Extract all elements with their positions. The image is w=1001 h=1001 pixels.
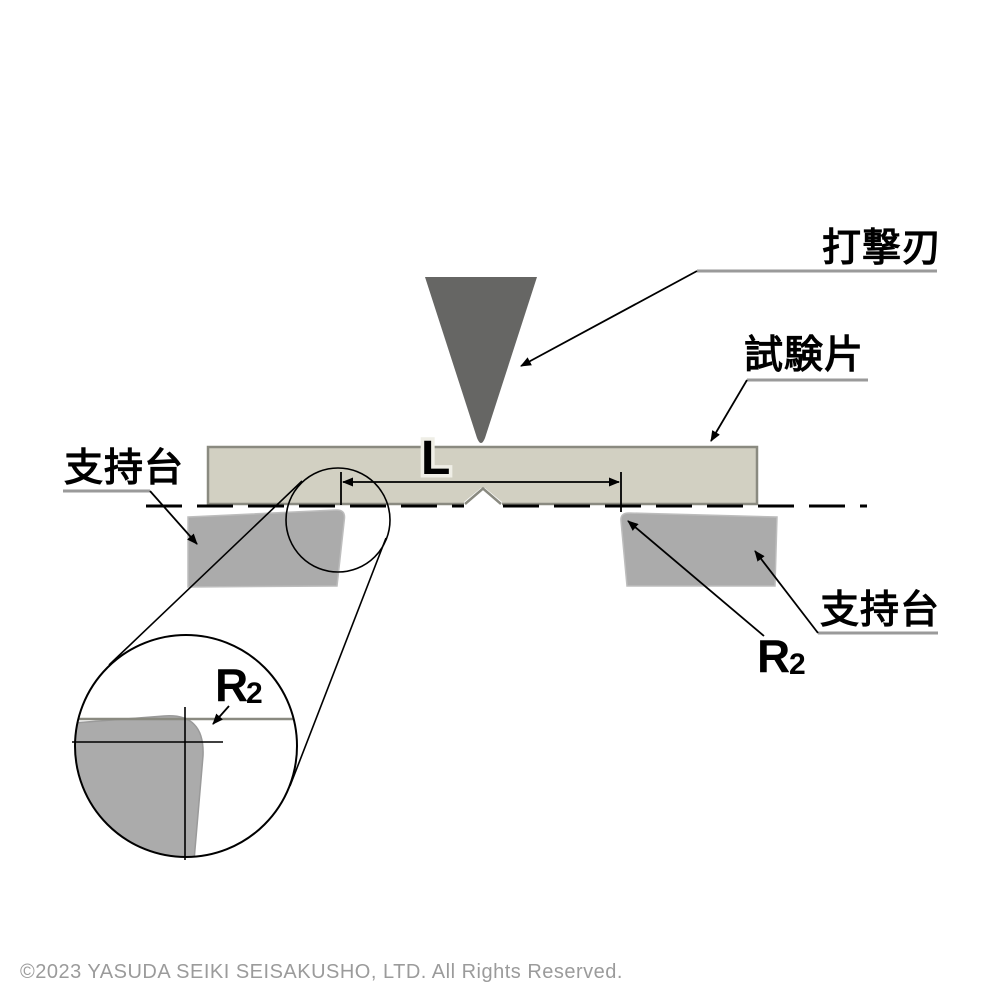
detail-tangent-line-upper: [108, 480, 303, 666]
radius-label-right-R: R: [757, 630, 790, 682]
notch-void: [464, 488, 502, 509]
detail-view-circle: [74, 634, 298, 858]
radius-arrow-right: [627, 520, 765, 637]
striker-leader-arrow: [520, 270, 698, 367]
support-right-label: 支持台: [820, 589, 940, 632]
support-right-shape: [620, 512, 778, 587]
radius-label-detail-R: R: [215, 659, 248, 711]
specimen-leader-arrow: [710, 379, 748, 442]
detail-tangent-line-lower: [289, 537, 387, 787]
striker-blade-shape: [425, 277, 537, 443]
dimension-label-L: L: [421, 432, 450, 485]
striker-label: 打撃刃: [822, 227, 942, 270]
support-left-shape: [187, 509, 346, 588]
notch-outline: [464, 486, 502, 505]
detail-support-corner-shape: [75, 715, 204, 857]
radius-label-detail-sub: 2: [246, 677, 263, 710]
copyright-text: ©2023 YASUDA SEIKI SEISAKUSHO, LTD. All …: [20, 961, 623, 983]
radius-label-right-sub: 2: [789, 648, 806, 681]
detail-source-circle: [285, 467, 391, 573]
support-left-leader-arrow: [149, 490, 198, 545]
support-left-label: 支持台: [64, 447, 184, 490]
specimen-label: 試験片: [744, 334, 864, 377]
radius-arrow-detail: [212, 705, 230, 725]
support-right-leader-arrow: [754, 550, 819, 634]
